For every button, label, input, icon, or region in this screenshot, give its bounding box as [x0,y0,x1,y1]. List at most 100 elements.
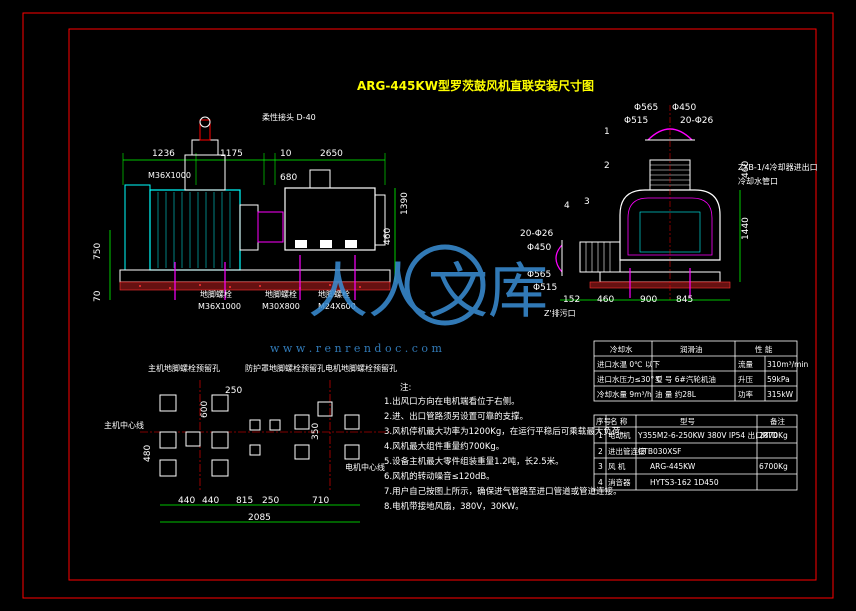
dim-2650: 2650 [320,149,343,159]
label-bolt-spec-b: M30X800 [262,302,300,311]
bom-r1-no: 1 [598,431,603,440]
label-cooler-port: ZYB-1/4冷却器进出口 [738,162,818,172]
dim-460b: 460 [597,295,614,305]
foundation-title-2: 防护罩地脚螺栓预留孔电机地脚螺栓预留孔 [245,363,397,373]
watermark-logo-text: 人人文库 [308,257,548,327]
dim-1440: 1440 [741,217,751,240]
label-anchor-bolt-3: 地脚螺栓 [318,289,350,299]
dim-phi565: Φ565 [634,103,658,113]
bom-h-model: 型号 [680,417,695,426]
dim-10: 10 [280,149,292,159]
bom-r3-model: ARG-445KW [650,462,696,471]
perf-power-label: 功率 [738,389,753,399]
bom-r3-no: 3 [598,462,603,471]
note-6: 6.风机的转动噪音≤120dB。 [384,471,495,482]
bom-r4-name: 消音器 [608,477,631,487]
bom-r3-name: 风 机 [608,461,626,471]
fdim-2085: 2085 [248,513,271,523]
note-1: 1.出风口方向在电机端看位于右侧。 [384,396,520,407]
perf-flow-label: 流量 [738,359,753,369]
front-view: 1236 1175 10 2650 680 [93,112,410,311]
cooling-row-1: 进口水温 0℃ 以下 [597,359,660,369]
dim-20-26: 20-Φ26 [680,116,714,126]
side-view: Φ565 Φ450 Φ515 20-Φ26 20-Φ26 Φ450 Φ565 Φ… [520,103,818,318]
motor-center-label: 电机中心线 [345,462,385,472]
dim-680: 680 [280,173,297,183]
cooling-header: 冷却水 [610,344,633,354]
dim-phi515: Φ515 [624,116,648,126]
notes-heading: 注: [400,382,411,393]
dim-phi450: Φ450 [672,103,697,113]
spec-tables [593,340,798,402]
label-anchor-bolt-1: 地脚螺栓 [200,289,232,299]
perf-pressure-label: 升压 [738,375,753,384]
label-bolt-spec1: M36X1000 [148,171,191,180]
main-center-label: 主机中心线 [104,420,144,430]
notes: 注: 1.出风口方向在电机端看位于右侧。 2.进、出口管路须另设置可靠的支撑。 … [384,382,629,512]
dim-phi565b: Φ565 [527,270,551,280]
perf-power-value: 315kW [767,390,794,399]
bom-r1-remark: 2870Kg [759,431,788,440]
drawing-title: ARG-445KW型罗茨鼓风机直联安装尺寸图 [357,78,594,93]
fdim-600: 600 [200,401,210,418]
dim-460: 460 [383,228,393,245]
label-flex-joint: 柔性接头 D-40 [262,112,316,122]
watermark: 人人文库 w w w . r e n r e n d o c . c o m [270,244,548,355]
dim-20-26b: 20-Φ26 [520,229,554,239]
fdim-350: 350 [311,423,321,440]
label-cooling-water: 冷却水管口 [738,176,778,186]
label-bolt-spec-a: M36X1000 [198,302,241,311]
note-7: 7.用户自己按图上所示，确保进气管路至进口管道或管道连接。 [384,486,622,497]
fdim-440b: 440 [202,496,219,506]
marker-3: 3 [584,197,590,207]
perf-header: 性 能 [755,344,773,354]
dim-1175: 1175 [220,149,243,159]
fdim-440a: 440 [178,496,195,506]
fdim-250b: 250 [262,496,279,506]
fdim-250a: 250 [225,386,242,396]
dim-phi450b: Φ450 [527,243,552,253]
lube-row-1: 型 号 6#汽轮机油 [655,374,716,384]
fdim-480: 480 [143,445,153,462]
bom-r4-no: 4 [598,478,603,487]
dim-1236: 1236 [152,149,175,159]
perf-flow-value: 310m³/min [767,360,809,369]
note-4: 4.风机最大组件重量约700Kg。 [384,441,504,452]
bom-h-no: 序号 [596,416,611,426]
dim-845: 845 [676,295,693,305]
dim-phi515b: Φ515 [533,283,557,293]
bom-r3-remark: 6700Kg [759,462,788,471]
note-8: 8.电机带接地风扇，380V，30KW。 [384,501,524,512]
outer-frame [22,12,834,599]
bom-r2-no: 2 [598,447,603,456]
bom-r1-model: Y355M2-6-250KW 380V IP54 出口RTD [637,430,778,440]
lube-row-2: 油 量 约28L [655,389,697,399]
fdim-815: 815 [236,496,253,506]
note-3: 3.风机停机最大功率为1200Kg，在运行平稳后可乘载最大负荷。 [384,426,629,437]
bom-r4-model: HYTS3-162 1D450 [650,478,719,487]
marker-4: 4 [564,201,570,211]
bom-r2-name: 进出管连接 [608,446,646,456]
dim-750: 750 [93,243,103,260]
perf-pressure-value: 59kPa [767,375,790,384]
cooling-row-3: 冷却水量 9m³/h [597,389,652,399]
note-5: 5.设备主机最大零件组装重量1.2吨，长2.5米。 [384,456,564,467]
bom-h-name: 名 称 [610,416,628,426]
inner-frame [68,28,817,581]
note-2: 2.进、出口管路须另设置可靠的支撑。 [384,411,528,422]
dim-1390: 1390 [400,192,410,215]
watermark-url: w w w . r e n r e n d o c . c o m [270,342,442,355]
dim-900: 900 [640,295,657,305]
label-anchor-bolt-2: 地脚螺栓 [265,289,297,299]
bom-h-remark: 备注 [770,416,785,426]
dim-460: 460 [741,161,751,178]
cooling-row-2: 进口水压力≤30° C [597,374,662,384]
bom-r1-name: 电动机 [608,430,631,440]
bom-r2-model: CTB030XSF [638,447,682,456]
foundation-plan: 主机地脚螺栓预留孔 防护罩地脚螺栓预留孔电机地脚螺栓预留孔 主机中心线 电机中心… [104,363,397,523]
dim-152: 152 [563,295,580,305]
label-drain-outlet: Z'排污口 [544,308,576,318]
dim-70: 70 [93,290,103,302]
label-bolt-spec-c: M24X600 [318,302,356,311]
